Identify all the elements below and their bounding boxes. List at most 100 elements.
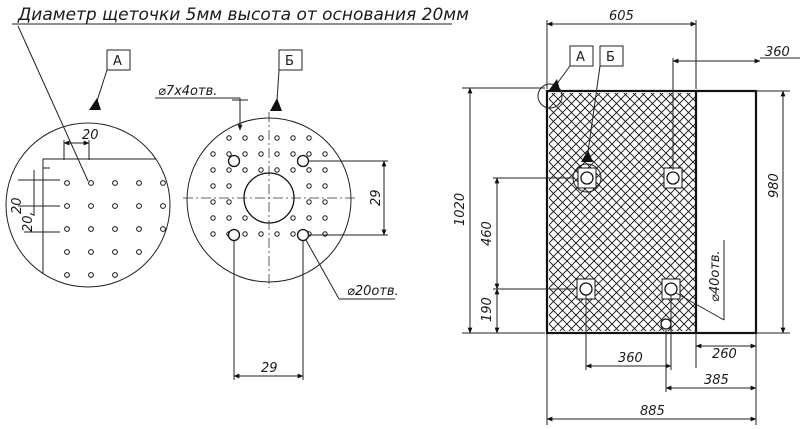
bristle-hole bbox=[210, 231, 216, 237]
bristle-hole bbox=[226, 215, 232, 221]
drawing-title: Диаметр щеточки 5мм высота от основания … bbox=[17, 5, 469, 25]
bristle-hole bbox=[258, 231, 264, 237]
detail-a-dim-20-left-2: 20, bbox=[21, 211, 36, 232]
view-a-arrow bbox=[89, 98, 101, 110]
bristle-hole bbox=[322, 151, 328, 157]
bristle-hole bbox=[64, 226, 70, 232]
plate-hole-note: ⌀40отв. bbox=[708, 250, 723, 302]
bristle-hole bbox=[322, 215, 328, 221]
detail-b-dim-29-bottom: 29 bbox=[261, 361, 278, 376]
bristle-hole bbox=[322, 231, 328, 237]
bristle-hole bbox=[210, 183, 216, 189]
bristle-hole bbox=[290, 215, 296, 221]
bristle-hole bbox=[290, 167, 296, 173]
bristle-hole bbox=[274, 151, 280, 157]
plate-hole-4 bbox=[664, 282, 678, 296]
bristle-hole bbox=[64, 249, 70, 255]
bristle-hole bbox=[242, 151, 248, 157]
bristle-hole bbox=[64, 180, 70, 186]
detail-b-hole-note-large: ⌀20отв. bbox=[347, 284, 399, 299]
view-b-label: Б bbox=[285, 54, 294, 69]
detail-a-dim-20-top: 20 bbox=[82, 128, 99, 143]
bristle-hole bbox=[242, 167, 248, 173]
bristle-hole bbox=[136, 249, 142, 255]
bristle-hole bbox=[136, 272, 142, 278]
view-b-label-box bbox=[278, 49, 303, 71]
plate-hole-1 bbox=[580, 171, 594, 185]
bristle-hole bbox=[306, 151, 312, 157]
bristle-hole bbox=[306, 167, 312, 173]
bristle-hole bbox=[290, 151, 296, 157]
bristle-hole bbox=[274, 231, 280, 237]
bristle-hole bbox=[64, 203, 70, 209]
view-a-label: А bbox=[113, 54, 122, 69]
bristle-hole bbox=[226, 199, 232, 205]
bristle-hole bbox=[112, 226, 118, 232]
bristle-hole bbox=[226, 183, 232, 189]
bristle-hole bbox=[322, 199, 328, 205]
bristle-hole bbox=[112, 249, 118, 255]
bristle-hole bbox=[160, 272, 166, 278]
bristle-hole bbox=[322, 183, 328, 189]
dim-260: 260 bbox=[712, 347, 737, 362]
dim-190: 190 bbox=[480, 297, 495, 322]
view-b-arrow bbox=[270, 98, 282, 111]
detail-b-view: Б ⌀7х4отв. 29 ⌀20отв. 29 bbox=[155, 49, 399, 380]
bristle-hole bbox=[258, 167, 264, 173]
plate-label-a: А bbox=[576, 50, 585, 65]
bristle-hole bbox=[136, 203, 142, 209]
plate-hole-2 bbox=[666, 171, 680, 185]
detail-b-dim-29-right: 29 bbox=[369, 189, 384, 206]
dim-605: 605 bbox=[609, 9, 634, 24]
bristle-hole bbox=[210, 215, 216, 221]
detail-a-dim-20-left: 20 bbox=[10, 197, 25, 214]
plate-outline bbox=[545, 89, 758, 335]
bristle-hole bbox=[160, 226, 166, 232]
dim-360-top: 360 bbox=[765, 45, 790, 60]
dim-980: 980 bbox=[767, 173, 782, 198]
bristle-hole bbox=[88, 249, 94, 255]
bristle-hole bbox=[210, 167, 216, 173]
bristle-hole bbox=[88, 203, 94, 209]
bristle-hole bbox=[258, 135, 264, 141]
dim-1020: 1020 bbox=[453, 193, 468, 226]
bristle-hole bbox=[64, 272, 70, 278]
bristle-hole bbox=[242, 135, 248, 141]
bristle-hole bbox=[290, 231, 296, 237]
bristle-hole bbox=[160, 203, 166, 209]
bristle-hole bbox=[274, 167, 280, 173]
dim-885: 885 bbox=[640, 404, 665, 419]
bristle-hole bbox=[210, 151, 216, 157]
plate-label-b: Б bbox=[606, 50, 615, 65]
bristle-hole bbox=[88, 180, 94, 186]
bristle-hole bbox=[226, 151, 232, 157]
bristle-hole bbox=[88, 226, 94, 232]
bristle-hole bbox=[136, 180, 142, 186]
bristle-hole bbox=[306, 215, 312, 221]
bristle-hole bbox=[136, 226, 142, 232]
view-a-label-box bbox=[106, 49, 131, 71]
dim-385: 385 bbox=[704, 373, 729, 388]
bristle-hole bbox=[306, 183, 312, 189]
bristle-hole bbox=[306, 199, 312, 205]
bristle-hole bbox=[226, 135, 232, 141]
bristle-hole bbox=[274, 135, 280, 141]
bristle-hole bbox=[258, 151, 264, 157]
bristle-hole bbox=[112, 203, 118, 209]
detail-a-view: А 20 20 20, bbox=[5, 49, 171, 288]
bristle-hole bbox=[242, 215, 248, 221]
bristle-hole bbox=[322, 167, 328, 173]
plate-hole-3 bbox=[579, 282, 593, 296]
bristle-hole bbox=[88, 272, 94, 278]
title-leader bbox=[17, 25, 89, 182]
bristle-hole bbox=[242, 231, 248, 237]
bristle-hole bbox=[290, 135, 296, 141]
bristle-hole bbox=[160, 180, 166, 186]
detail-b-hole-note-small: ⌀7х4отв. bbox=[158, 84, 217, 99]
bristle-hole bbox=[226, 167, 232, 173]
bristle-hole bbox=[160, 249, 166, 255]
bristle-hole bbox=[210, 199, 216, 205]
detail-a-marker bbox=[537, 83, 563, 109]
plate-view: А Б 605 360 980 1020 460 190 bbox=[453, 9, 800, 425]
